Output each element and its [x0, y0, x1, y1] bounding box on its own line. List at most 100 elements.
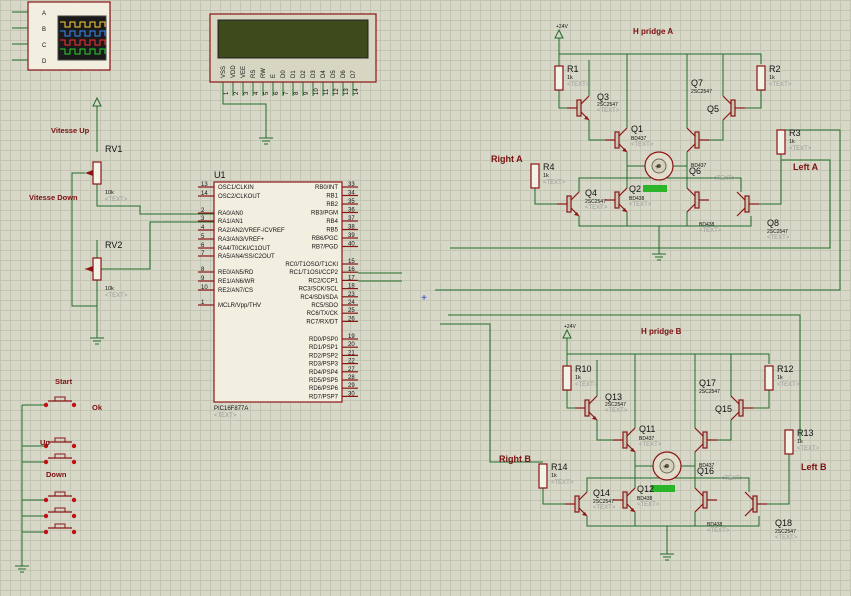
button-aux-0-contact-l — [43, 497, 49, 503]
wire — [759, 154, 782, 205]
bridge-b-q-low-right-lead-c — [694, 487, 704, 497]
mcu-pin-number-5: 5 — [201, 234, 205, 240]
bridge-a-q-Q3-base — [576, 99, 582, 117]
scope-trace-0 — [60, 21, 106, 28]
button-down-cap — [54, 453, 66, 459]
bridge-b-q-ref-Q17: Q17 — [699, 378, 716, 388]
lcd-pin-number-7: 7 — [284, 91, 290, 95]
lcd-pin-D3: D3 — [311, 70, 317, 78]
lcd-pin-D2: D2 — [301, 70, 307, 78]
wire — [586, 516, 760, 527]
bridge-b-q-Q18-lead-c — [744, 491, 754, 501]
bridge-b-q-ph-Q18: <TEXT> — [775, 535, 798, 541]
mcu-body — [213, 181, 343, 403]
bridge-a-q-Q4-arrow — [574, 212, 579, 216]
lcd-pin-D6: D6 — [341, 70, 347, 78]
bridge-a-q-pwr-right-lead-c — [686, 127, 696, 137]
mcu-pin-number-35: 35 — [348, 199, 355, 205]
bridge-a-q-part-Q3: 2SC2547 — [597, 102, 618, 108]
bridge-a-q-ph-Q3: <TEXT> — [597, 108, 620, 114]
mcu-pin-29: RD6/PSP6 — [309, 386, 339, 392]
mcu-pin-number-40: 40 — [348, 242, 355, 248]
label-up: Up — [40, 438, 50, 447]
bridge-b-res-R13-placeholder: <TEXT> — [797, 446, 820, 452]
bridge-a-q-pwr-right-lead-e — [686, 143, 696, 153]
lcd-pin-number-1: 1 — [224, 91, 230, 95]
mcu-pin-9: RE1/AN6/WR — [218, 279, 255, 285]
lcd-part: LM016L — [228, 0, 250, 2]
mcu-pin-number-1: 1 — [201, 300, 205, 306]
bridge-a-top-rail — [558, 50, 762, 64]
wire — [745, 90, 762, 109]
button-aux-0-cap — [54, 491, 66, 497]
cursor-crosshair: + — [421, 293, 427, 304]
bridge-a-res-R2-placeholder: <TEXT> — [769, 82, 792, 88]
bridge-b-q-Q15-lead-e — [730, 411, 740, 421]
bridge-b-q-ref-Q16: Q16 — [697, 466, 714, 476]
pot-rv1-placeholder: <TEXT> — [105, 197, 128, 203]
bridge-a-q-part-Q7: 2SC2547 — [691, 89, 712, 95]
mcu-pin-14: OSC2/CLKOUT — [218, 194, 261, 200]
bridge-b-res-R14 — [538, 463, 548, 489]
mcu-pin-2: RA0/AN0 — [218, 211, 244, 217]
rv2-wiper-wire — [85, 221, 215, 270]
bridge-b-motor-shaft — [665, 464, 669, 468]
mcu-pin-27: RD4/PSP4 — [309, 370, 339, 376]
pot-rv1-wiper — [85, 170, 93, 176]
mcu-pin-24: RC5/SDO — [311, 303, 338, 309]
bridge-a-title: H pridge A — [633, 27, 673, 36]
bridge-b-q-ph-Q14: <TEXT> — [593, 505, 616, 511]
bridge-a-res-R4-value: 1k — [543, 173, 549, 179]
wire — [767, 454, 790, 505]
mcu-pin-35: RB2 — [326, 202, 338, 208]
bridge-a-motor-plus: + — [655, 164, 659, 171]
button-aux-1-contact-r — [71, 513, 77, 519]
lcd-pin-number-3: 3 — [244, 91, 250, 95]
bridge-a-power-label: +24V — [556, 24, 568, 30]
scope-trace-2 — [60, 39, 106, 46]
bridge-b-q-ref-Q13: Q13 — [605, 392, 622, 402]
bridge-b-power-arrow — [562, 328, 572, 339]
mcu-pin-number-36: 36 — [348, 208, 355, 214]
button-aux-2-contact-l — [43, 529, 49, 535]
mcu-pin-30: RD7/PSP7 — [309, 394, 339, 400]
bridge-b-q-low-right-lead-e — [694, 503, 704, 513]
bridge-a-q-ph-Q4: <TEXT> — [585, 205, 608, 211]
components — [15, 1, 794, 573]
pot-rv2-placeholder: <TEXT> — [105, 293, 128, 299]
bridge-b-q-Q15-base — [738, 399, 744, 417]
mcu-pin-number-8: 8 — [201, 267, 205, 273]
wire — [542, 488, 565, 505]
mcu-pin-number-28: 28 — [348, 375, 355, 381]
bridge-b-q-Q18-lead-e — [744, 507, 754, 517]
label-start: Start — [55, 377, 73, 386]
mcu-pin-18: RC3/SCK/SCL — [299, 287, 339, 293]
mcu-pin-number-25: 25 — [348, 308, 355, 314]
bridge-b-q-Q11-base — [622, 431, 628, 449]
bridge-a-q-Q8-base — [744, 195, 750, 213]
bridge-b-q-ref-Q18: Q18 — [775, 518, 792, 528]
pot-rv1 — [92, 161, 102, 185]
bridge-a-q-Q5-base — [730, 99, 736, 117]
mcu-pin-number-10: 10 — [201, 285, 208, 291]
bridge-a-q-pwr-right-base — [694, 131, 700, 149]
mcu-pin-40: RB7/PGD — [312, 245, 339, 251]
bridge-b-q-Q12-lead-c — [626, 487, 636, 497]
feed-left-a — [450, 159, 831, 249]
bridge-b-res-R12 — [764, 365, 774, 391]
mcu-pin-number-6: 6 — [201, 243, 205, 249]
label-down: Down — [46, 470, 67, 479]
mcu-ref: U1 — [214, 170, 226, 180]
bridge-b-probe — [651, 485, 675, 492]
wire — [588, 120, 605, 141]
bridge-a-res-R4-ref: R4 — [543, 162, 555, 172]
bridge-a-q-part-Q1: BD437 — [631, 136, 647, 142]
scope-channel-D: D — [42, 59, 47, 65]
bridge-a-res-R3-value: 1k — [789, 139, 795, 145]
bridge-a-res-R1-ref: R1 — [567, 64, 579, 74]
lcd-gnd-wire — [222, 96, 267, 130]
bridge-a-motor-shaft — [657, 164, 661, 168]
mcu-pin-3: RA1/AN1 — [218, 219, 244, 225]
mcu-pin-38: RB5 — [326, 228, 338, 234]
